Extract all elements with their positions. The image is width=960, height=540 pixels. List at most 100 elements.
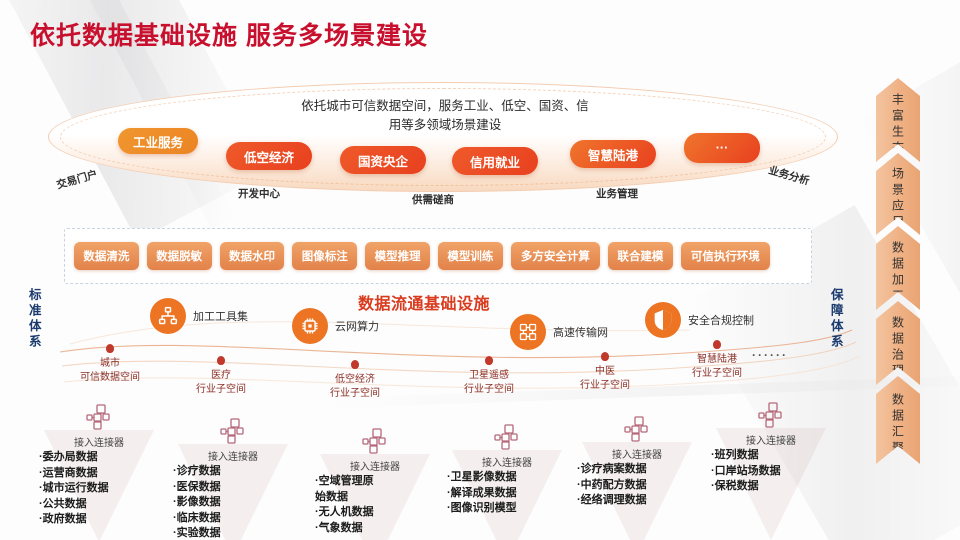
connector-node-icon <box>358 428 392 461</box>
capability-box[interactable]: 模型推理 <box>365 242 430 270</box>
connector-data-item: 始数据 <box>315 490 348 503</box>
shield-icon <box>645 302 681 338</box>
node-label-secondary: 行业子空间 <box>330 387 380 399</box>
node-marker-icon <box>351 360 359 369</box>
node-label-primary: 中医 <box>595 366 615 377</box>
connector-data-item: 临床数据 <box>173 511 293 527</box>
connector-data-item: 口岸站场数据 <box>711 464 831 480</box>
space-node[interactable]: 中医行业子空间 <box>580 352 630 392</box>
infra-item-security-control[interactable]: 安全合规控制 <box>645 302 754 338</box>
connector-data-item: 实验数据 <box>173 526 293 540</box>
connector-title: 接入连接器 <box>350 462 400 473</box>
connector-data-item: 诊疗病案数据 <box>577 462 697 478</box>
connector-data-item: 解译成果数据 <box>447 486 567 502</box>
connector-data-item: 空域管理原 <box>315 474 435 490</box>
capability-box[interactable]: 模型训练 <box>438 242 503 270</box>
maturity-chevron-label: 丰富生态 <box>890 92 905 157</box>
maturity-chevron-stack: 丰富生态场景应用数据加工数据治理数据汇聚 <box>876 78 920 455</box>
connector-data-item: 医保数据 <box>173 480 293 496</box>
connector-data-item: 班列数据 <box>711 448 831 464</box>
maturity-chevron-label: 场景应用 <box>890 166 905 231</box>
side-label-guarantee: 保障体系 <box>828 288 843 350</box>
scenario-pill[interactable]: 工业服务 <box>118 128 198 154</box>
capability-box[interactable]: 多方安全计算 <box>510 242 600 270</box>
toolset-icon <box>150 298 186 334</box>
connector-node-icon <box>216 418 250 451</box>
connector-data-list: 诊疗数据医保数据影像数据临床数据实验数据 <box>173 464 293 540</box>
ellipse-ring-label: 开发中心 <box>238 188 280 200</box>
connector-data-item: 政府数据 <box>39 512 159 528</box>
infra-item-label: 云网算力 <box>335 321 379 333</box>
node-label-secondary: 行业子空间 <box>580 379 630 391</box>
connector-data-item: 委办局数据 <box>39 450 159 466</box>
scenario-pill[interactable]: 智慧陆港 <box>570 140 656 168</box>
infra-item-toolset[interactable]: 加工工具集 <box>150 298 248 334</box>
platform-description: 依托城市可信数据空间，服务工业、低空、国资、信用等多领域场景建设 <box>301 99 589 133</box>
connector-data-item: 城市运行数据 <box>39 481 159 497</box>
space-node[interactable]: 智慧陆港行业子空间 <box>692 340 742 380</box>
infra-item-label: 加工工具集 <box>193 311 248 323</box>
scenario-pill[interactable]: 国资央企 <box>340 146 426 174</box>
space-node[interactable]: 医疗行业子空间 <box>196 356 246 396</box>
space-node[interactable]: 卫星遥感行业子空间 <box>464 356 514 396</box>
space-node[interactable]: 低空经济行业子空间 <box>330 360 380 400</box>
connector-data-item: 诊疗数据 <box>173 464 293 480</box>
connector-node-icon <box>490 424 524 457</box>
node-marker-icon <box>601 352 609 361</box>
connector-data-list: 空域管理原始数据无人机数据气象数据 <box>315 474 435 536</box>
connector-data-item: 公共数据 <box>39 497 159 513</box>
maturity-chevron-label: 数据加工 <box>890 240 905 305</box>
maturity-chevron[interactable]: 数据加工 <box>876 226 920 310</box>
infra-item-label: 高速传输网 <box>553 327 608 339</box>
node-marker-icon <box>217 356 225 365</box>
ellipse-ring-label: 交易门户 <box>55 168 99 192</box>
scenario-pill[interactable]: 信用就业 <box>452 147 538 175</box>
capability-box[interactable]: 可信执行环境 <box>680 242 770 270</box>
node-label-primary: 卫星遥感 <box>469 370 509 381</box>
capability-box[interactable]: 数据脱敏 <box>146 242 212 270</box>
scenario-pill[interactable]: 低空经济 <box>226 142 312 170</box>
node-label-secondary: 行业子空间 <box>196 383 246 395</box>
connector-node-icon <box>620 416 654 449</box>
connector-data-item: 运营商数据 <box>39 466 159 482</box>
connector-title: 接入连接器 <box>208 452 258 463</box>
node-marker-icon <box>485 356 493 365</box>
maturity-chevron-label: 数据治理 <box>890 315 905 380</box>
capability-box[interactable]: 数据水印 <box>219 242 285 270</box>
connector-data-list: 班列数据口岸站场数据保税数据 <box>711 448 831 495</box>
network-icon <box>510 314 546 350</box>
connector-data-item: 气象数据 <box>315 521 435 537</box>
scenario-pill[interactable]: ··· <box>684 133 760 163</box>
connector-node-icon <box>82 404 116 437</box>
connector-data-item: 影像数据 <box>173 495 293 511</box>
maturity-chevron[interactable]: 数据治理 <box>876 301 920 385</box>
infra-item-transport-network[interactable]: 高速传输网 <box>510 314 608 350</box>
connector-data-list: 诊疗病案数据中药配方数据经络调理数据 <box>577 462 697 509</box>
connector-data-item: 卫星影像数据 <box>447 470 567 486</box>
side-label-standards: 标准体系 <box>26 288 41 350</box>
capability-box[interactable]: 联合建模 <box>608 242 673 270</box>
decorative-streak <box>330 373 960 408</box>
maturity-chevron-label: 数据汇聚 <box>890 392 905 457</box>
capability-box[interactable]: 图像标注 <box>292 242 358 270</box>
connector-data-item: 中药配方数据 <box>577 478 697 494</box>
connector-data-list: 卫星影像数据解译成果数据图像识别模型 <box>447 470 567 517</box>
infra-item-cloud-compute[interactable]: 云网算力 <box>292 308 379 344</box>
connector-node-icon <box>754 402 788 435</box>
maturity-chevron[interactable]: 场景应用 <box>876 153 920 235</box>
space-node[interactable]: 城市可信数据空间 <box>80 344 140 384</box>
node-label-secondary: 行业子空间 <box>692 367 742 379</box>
connector-data-item: 经络调理数据 <box>577 493 697 509</box>
infrastructure-heading: 数据流通基础设施 <box>358 296 491 313</box>
maturity-chevron[interactable]: 数据汇聚 <box>876 376 920 464</box>
slide-title: 依托数据基础设施 服务多场景建设 <box>30 22 428 50</box>
ellipse-ring-label: 供需磋商 <box>412 194 454 206</box>
node-marker-icon <box>713 340 721 349</box>
node-label-secondary: 行业子空间 <box>464 383 514 395</box>
maturity-chevron[interactable]: 丰富生态 <box>876 78 920 162</box>
capability-box[interactable]: 数据清洗 <box>74 242 139 270</box>
connector-title: 接入连接器 <box>746 436 796 447</box>
platform-ellipse-inner <box>60 88 826 186</box>
node-ellipsis: ······ <box>752 348 788 362</box>
connector-data-list: 委办局数据运营商数据城市运行数据公共数据政府数据 <box>39 450 159 528</box>
